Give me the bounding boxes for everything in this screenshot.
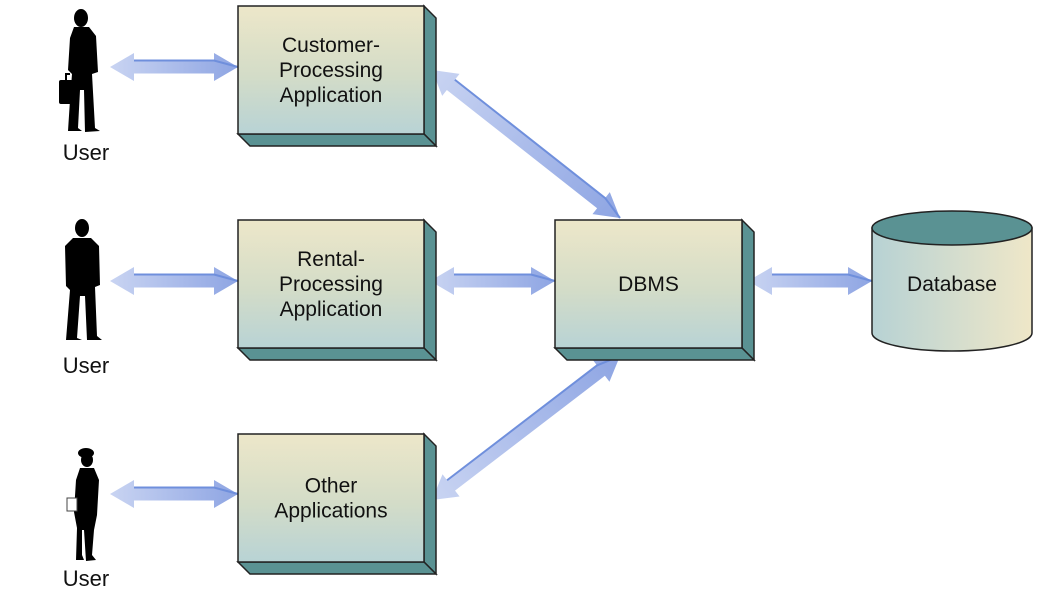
app-box-label-line: Application: [280, 84, 383, 107]
arrow-edge: [134, 486, 239, 495]
businessman-with-briefcase-icon: [59, 9, 100, 132]
arrows-layer: [110, 53, 873, 508]
arrow-shape: [748, 267, 872, 295]
user-figure-2: User: [63, 219, 109, 378]
box-front-face: [237, 433, 425, 563]
box-side-face: [423, 4, 437, 148]
arrow-user3-to-other-app: [110, 480, 239, 508]
box-front-face: [237, 5, 425, 135]
app-box-label-line: Rental-: [297, 248, 365, 271]
arrow-rental-app-to-dbms: [430, 267, 556, 295]
arrow-other-app-to-dbms: [432, 355, 621, 500]
user-figure-3: User: [63, 448, 109, 591]
box-front-face: [554, 219, 743, 349]
arrow-dbms-to-database: [748, 267, 873, 295]
box-bottom-face: [236, 561, 438, 575]
arrow-customer-app-to-dbms: [432, 70, 621, 219]
arrow-edge: [772, 273, 873, 282]
arrow-shape: [432, 356, 620, 500]
user-label: User: [63, 140, 109, 165]
arrow-shape: [110, 480, 238, 508]
user-label: User: [63, 353, 109, 378]
arrow-shape: [110, 267, 238, 295]
arrow-user1-to-customer-app: [110, 53, 239, 81]
box-bottom-face: [236, 133, 438, 147]
arrow-shape: [432, 70, 620, 218]
app-box-label-line: Applications: [274, 500, 387, 523]
arrow-user2-to-rental-app: [110, 267, 239, 295]
user-label: User: [63, 566, 109, 591]
arrow-shape: [430, 267, 555, 295]
app-box-label-line: Other: [305, 475, 358, 498]
arrow-edge: [134, 273, 239, 282]
database-label: Database: [907, 273, 997, 296]
app-box-label-line: Customer-: [282, 34, 380, 57]
box-side-face: [741, 218, 755, 362]
box-bottom-face: [553, 347, 756, 361]
box-side-face: [423, 218, 437, 362]
app-box-label-line: Processing: [279, 273, 383, 296]
arrow-edge: [134, 59, 239, 68]
database-body: [871, 227, 1033, 352]
woman-holding-papers-icon: [66, 448, 99, 561]
box-front-face: [237, 219, 425, 349]
man-arms-crossed-icon: [65, 219, 102, 340]
box-side-face: [423, 432, 437, 576]
dbms-label-line: DBMS: [618, 273, 679, 296]
app-box-label-line: Processing: [279, 59, 383, 82]
arrow-shape: [110, 53, 238, 81]
database-top: [871, 210, 1033, 246]
user-figure-1: User: [59, 9, 109, 165]
box-bottom-face: [236, 347, 438, 361]
app-box-label-line: Application: [280, 298, 383, 321]
dbms-box: DBMS: [553, 218, 756, 362]
database-cylinder: Database: [871, 210, 1033, 352]
arrow-edge: [454, 78, 621, 219]
arrow-edge: [454, 273, 556, 282]
